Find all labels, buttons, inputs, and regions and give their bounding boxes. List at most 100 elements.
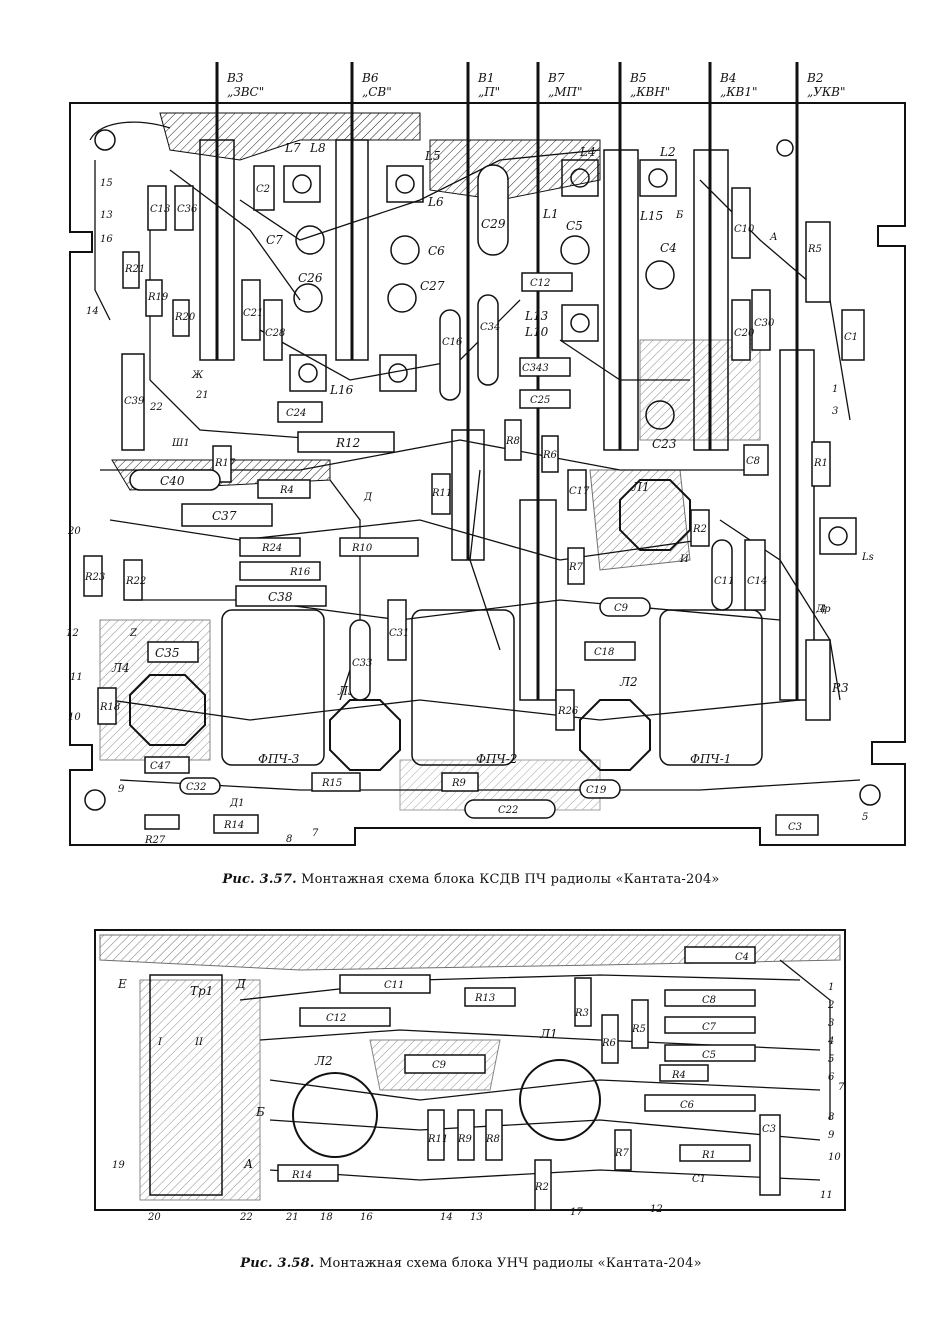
- pin-number: 5: [862, 812, 868, 823]
- resistor-label: R3: [574, 1008, 589, 1019]
- capacitor-label: C9: [614, 603, 629, 614]
- figure-caption: Рис. 3.58. Монтажная схема блока УНЧ рад…: [0, 1256, 942, 1271]
- trimmer-label: C4: [660, 241, 677, 255]
- capacitor-label: C19: [586, 785, 607, 796]
- capacitor-bodies: [121, 164, 865, 836]
- coil-label: L5: [424, 149, 441, 163]
- misc-label: Д: [363, 492, 373, 503]
- coil-label: L1: [542, 207, 559, 221]
- pin-number: 10: [68, 712, 81, 723]
- resistor-label: R11: [427, 1134, 448, 1145]
- resistor-label: R6: [601, 1038, 617, 1049]
- resistor-label: R7: [614, 1148, 630, 1159]
- capacitor-label: C1: [844, 332, 858, 343]
- connector-pins: 1 2 3 4 5 6 7 8 9 10 11 12 13 14 16 17 1…: [112, 982, 845, 1223]
- caption-text: Монтажная схема блока КСДВ ПЧ радиолы «К…: [301, 872, 720, 887]
- switch-id: В6: [361, 71, 379, 85]
- pin-number: 14: [440, 1212, 453, 1223]
- switch-frames: [199, 139, 815, 701]
- pin-number: 20: [67, 526, 81, 537]
- mounting-holes: [84, 129, 881, 811]
- ksdv-if-block-diagram: В3 „ЗВС" В6 „СВ" В1 „П" В7 „МП" В5 „КВН"…: [66, 62, 906, 846]
- capacitor-label: C2: [256, 184, 270, 195]
- capacitor-label: C47: [150, 761, 171, 772]
- resistor-label: R2: [534, 1182, 549, 1193]
- switch-shafts: [215, 62, 799, 700]
- pin-number: 8: [828, 1112, 834, 1123]
- lf-amp-block-diagram: Тр1 I II Е Д Б А Л2 Л1 R13 R3 R6: [94, 929, 846, 1223]
- resistor-label: R3: [831, 681, 849, 695]
- board-outline: [94, 929, 846, 1211]
- lamp-label: Л2: [619, 675, 638, 689]
- terminal-letter: Б: [255, 1105, 265, 1119]
- capacitor-label: C20: [734, 328, 755, 339]
- capacitor-label: C31: [389, 628, 409, 639]
- pin-number: 7: [838, 1082, 845, 1093]
- switch-name: „КВН": [630, 85, 670, 99]
- switch-id: В7: [547, 71, 565, 85]
- pin-number: 12: [66, 628, 79, 639]
- resistor-label: R18: [99, 702, 120, 713]
- switch-labels: В3 „ЗВС" В6 „СВ" В1 „П" В7 „МП" В5 „КВН"…: [226, 71, 846, 99]
- resistor-label: R23: [84, 572, 105, 583]
- pin-number: 20: [147, 1212, 161, 1223]
- capacitor-label: C8: [746, 456, 760, 467]
- capacitor-label: C1: [692, 1174, 706, 1185]
- pin-number: 16: [360, 1212, 373, 1223]
- pin-number: 12: [650, 1204, 663, 1215]
- capacitor-label: C8: [702, 995, 716, 1006]
- resistor-label: R5: [807, 244, 822, 255]
- caption-text: Монтажная схема блока УНЧ радиолы «Канта…: [318, 1256, 702, 1271]
- switch-name: „МП": [548, 85, 583, 99]
- lamp-label: Л1: [539, 1027, 558, 1041]
- resistor-label: R27: [144, 835, 166, 846]
- capacitor-label: C33: [352, 658, 372, 669]
- resistor-label: R21: [124, 264, 145, 275]
- resistor-label: R7: [568, 562, 584, 573]
- capacitor-label: C6: [680, 1100, 695, 1111]
- capacitor-label: C22: [498, 805, 518, 816]
- resistor-label: R20: [174, 312, 196, 323]
- coil-labels: L7 L8 L5 L6 L16 L4 L1 L2 L15 L13 L10: [284, 141, 676, 397]
- pin-number: 13: [470, 1212, 483, 1223]
- letters: Е Д Б А: [117, 977, 265, 1171]
- pin-number: 13: [100, 210, 113, 221]
- filter-labels: ФПЧ-3 ФПЧ-2 ФПЧ-1: [258, 752, 731, 766]
- capacitor-label: C24: [286, 408, 306, 419]
- terminal-letter: А: [243, 1157, 253, 1171]
- pin-number: 22: [239, 1212, 253, 1223]
- resistor-label: R13: [474, 993, 495, 1004]
- pin-number: 8: [286, 834, 292, 845]
- resistor-label: R11: [431, 488, 452, 499]
- capacitor-label: C10: [734, 224, 755, 235]
- filter-label: ФПЧ-3: [258, 752, 300, 766]
- misc-label: Z: [129, 628, 138, 639]
- capacitor-label: C32: [186, 782, 206, 793]
- pin-number: 11: [820, 1190, 833, 1201]
- pin-number: 18: [320, 1212, 333, 1223]
- misc-label: Ls: [861, 552, 874, 563]
- capacitor-label: C34: [480, 322, 500, 333]
- switch-id: В1: [477, 71, 494, 85]
- traces: [89, 121, 861, 791]
- part-bodies: [277, 946, 781, 1211]
- filter-label: ФПЧ-1: [690, 752, 731, 766]
- if-filters: [221, 609, 763, 766]
- pin-number: 10: [828, 1152, 841, 1163]
- trimmer-label: C27: [420, 279, 445, 293]
- caption-prefix: Рис. 3.58.: [240, 1256, 315, 1271]
- misc-label: А: [769, 232, 778, 243]
- resistor-labels: R21 R19 R20 R12 R17 R4 R24 R16 R10 R23 R…: [84, 244, 849, 846]
- capacitor-label: C7: [702, 1022, 717, 1033]
- pin-number: 7: [312, 828, 319, 839]
- capacitor-label: C17: [569, 486, 590, 497]
- capacitor-label: C21: [243, 308, 263, 319]
- capacitor-label: C38: [268, 590, 293, 604]
- capacitor-label: C14: [747, 576, 767, 587]
- coil-label: L15: [639, 209, 663, 223]
- pin-number: 4: [827, 1036, 834, 1047]
- resistor-label: R4: [671, 1070, 686, 1081]
- pin-number: 5: [828, 1054, 834, 1065]
- switch-name: „УКВ": [807, 85, 846, 99]
- switch-name: „П": [478, 85, 500, 99]
